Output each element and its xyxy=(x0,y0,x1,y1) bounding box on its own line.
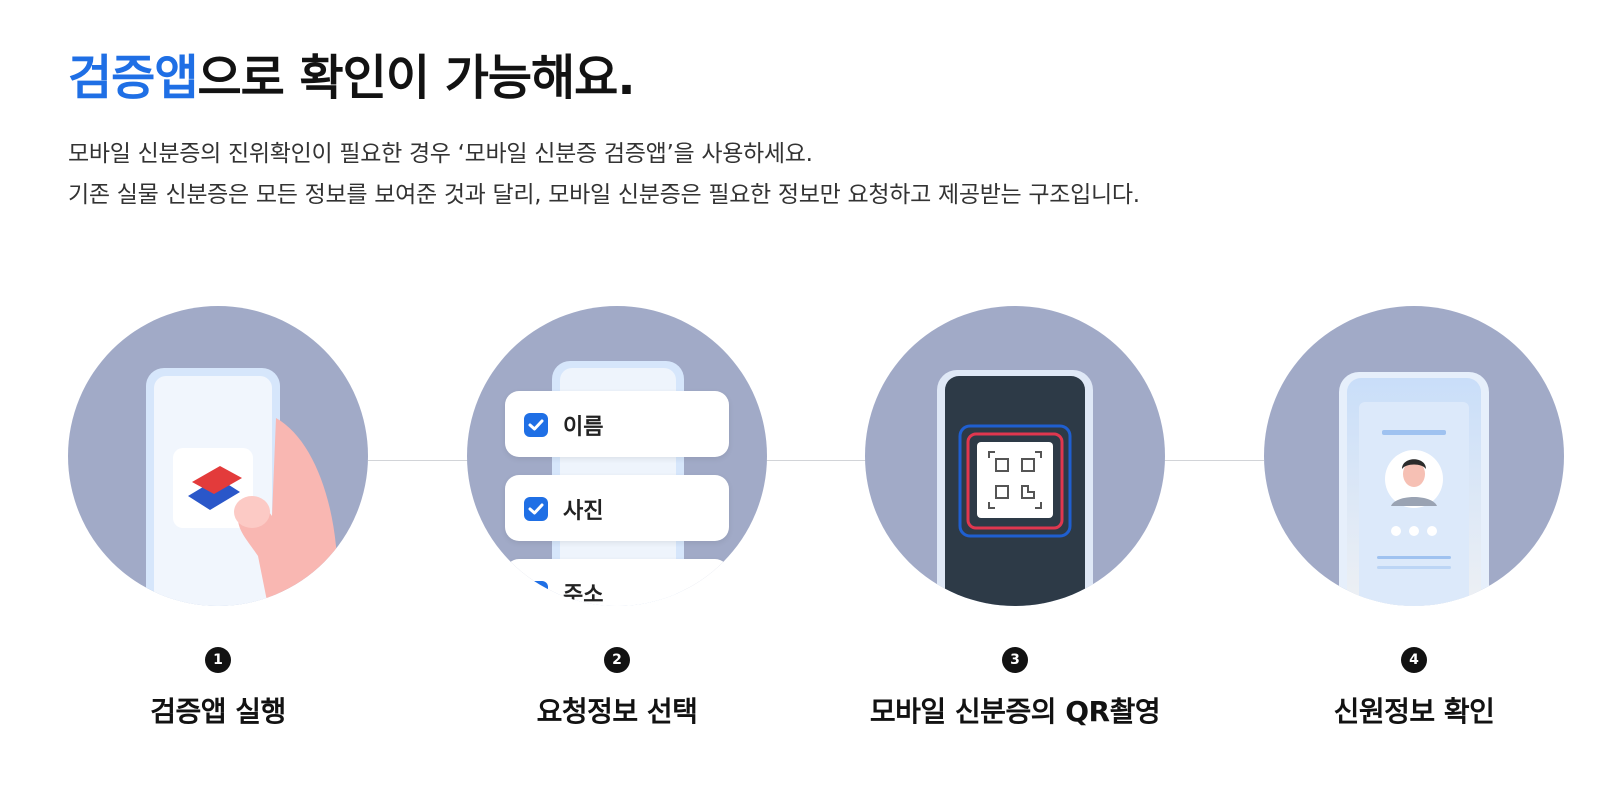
step-2-illustration: 이름 사진 주소 xyxy=(467,306,767,606)
hand-icon xyxy=(234,418,340,606)
step-4-illustration xyxy=(1264,306,1564,606)
page-title-accent: 검증앱 xyxy=(68,50,198,106)
person-avatar-icon xyxy=(1385,450,1443,508)
step-4-label: 신원정보 확인 xyxy=(1333,695,1495,728)
description-line-1: 모바일 신분증의 진위확인이 필요한 경우 ‘모바일 신분증 검증앱’을 사용하… xyxy=(68,141,813,167)
step-4 xyxy=(1264,306,1564,606)
step-1-number: 1 xyxy=(205,647,231,673)
step-2-label: 요청정보 선택 xyxy=(536,695,698,728)
step-2-number: 2 xyxy=(604,647,630,673)
step-1 xyxy=(68,306,368,606)
phone-with-app-illustration xyxy=(146,368,340,606)
checkbox-icon[interactable] xyxy=(524,581,548,605)
identity-info-illustration xyxy=(1339,372,1489,606)
request-option-label: 주소 xyxy=(563,583,604,606)
page-description: 모바일 신분증의 진위확인이 필요한 경우 ‘모바일 신분증 검증앱’을 사용하… xyxy=(68,134,1468,216)
phone-scanning-illustration xyxy=(937,370,1093,606)
checkbox-icon[interactable] xyxy=(524,497,548,521)
step-1-label: 검증앱 실행 xyxy=(150,695,286,728)
step-3-label: 모바일 신분증의 QR촬영 xyxy=(869,695,1161,728)
request-option-label: 사진 xyxy=(563,499,604,524)
step-2: 이름 사진 주소 xyxy=(467,306,767,606)
qr-code-icon xyxy=(977,442,1053,518)
request-option-label: 이름 xyxy=(563,415,604,440)
description-line-2: 기존 실물 신분증은 모든 정보를 보여준 것과 달리, 모바일 신분증은 필요… xyxy=(68,182,1140,208)
app-logo-icon xyxy=(173,448,253,528)
page-title: 검증앱으로 확인이 가능해요. xyxy=(68,38,636,108)
connector-line-3 xyxy=(1164,460,1264,461)
step-3 xyxy=(865,306,1165,606)
step-1-illustration xyxy=(68,306,368,606)
request-option-address[interactable]: 주소 xyxy=(505,559,729,606)
checkbox-icon[interactable] xyxy=(524,413,548,437)
page-title-rest: 으로 확인이 가능해요. xyxy=(197,50,635,106)
request-option-photo[interactable]: 사진 xyxy=(505,475,729,541)
connector-line-2 xyxy=(766,460,866,461)
step-4-number: 4 xyxy=(1401,647,1427,673)
request-option-name[interactable]: 이름 xyxy=(505,391,729,457)
connector-line-1 xyxy=(368,460,468,461)
step-3-illustration xyxy=(865,306,1165,606)
step-3-number: 3 xyxy=(1002,647,1028,673)
